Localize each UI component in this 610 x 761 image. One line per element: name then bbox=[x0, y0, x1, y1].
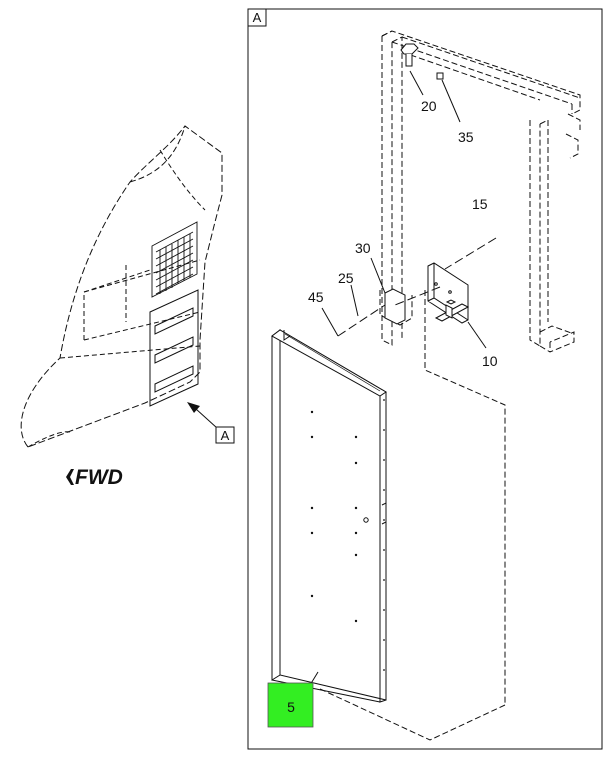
fwd-arrow-icon bbox=[66, 469, 74, 485]
callout-20: 20 bbox=[421, 98, 437, 114]
detail-label-box: A bbox=[247, 8, 267, 27]
part-30 bbox=[384, 288, 406, 325]
frame-structure bbox=[297, 30, 581, 741]
dash-leaders bbox=[337, 237, 497, 337]
callout-25: 25 bbox=[338, 270, 354, 286]
door-panel-locator bbox=[149, 289, 199, 407]
callout-10: 10 bbox=[482, 353, 498, 369]
panel-holes bbox=[310, 399, 385, 671]
fwd-label: FWD bbox=[75, 466, 123, 489]
bracket-part-10 bbox=[427, 262, 470, 324]
door-panel-part-5 bbox=[271, 329, 387, 703]
part-35 bbox=[436, 72, 444, 80]
leader-lines bbox=[306, 70, 487, 691]
callout-45: 45 bbox=[308, 289, 324, 305]
detail-label: A bbox=[253, 10, 262, 25]
part-20 bbox=[400, 43, 419, 67]
callout-30: 30 bbox=[355, 240, 371, 256]
callout-5-highlight: 5 bbox=[267, 682, 314, 728]
locator-box: A bbox=[215, 426, 235, 444]
detail-view-frame bbox=[247, 8, 603, 750]
vent-grille bbox=[151, 221, 198, 298]
callout-5: 5 bbox=[287, 699, 295, 715]
fwd-indicator: FWD bbox=[66, 466, 123, 489]
callout-15: 15 bbox=[472, 196, 488, 212]
callout-35: 35 bbox=[458, 129, 474, 145]
locator-arrow bbox=[187, 402, 218, 429]
aircraft-locator-view bbox=[20, 125, 223, 448]
fuselage-outline bbox=[20, 125, 223, 448]
locator-label: A bbox=[221, 428, 230, 443]
